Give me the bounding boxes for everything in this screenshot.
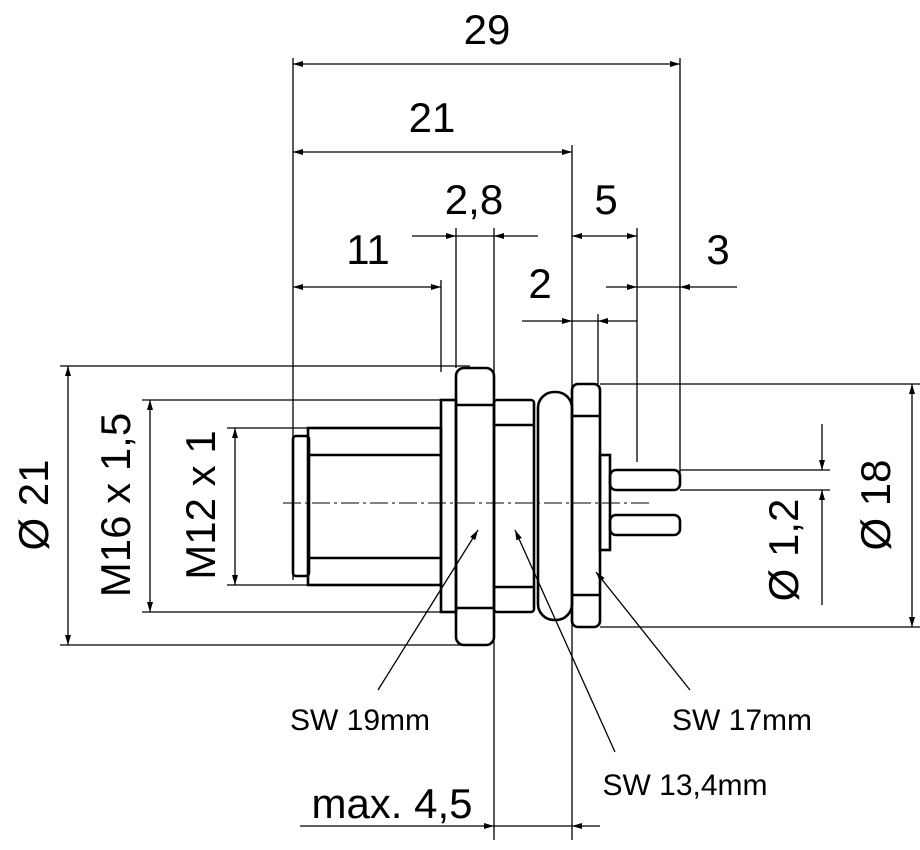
- callout-sw13: SW 13,4mm: [602, 769, 767, 802]
- callout-sw17: SW 17mm: [672, 704, 812, 737]
- dim-5: 5: [594, 176, 617, 223]
- dim-3: 3: [706, 226, 729, 273]
- dim-dia-21: Ø 21: [10, 459, 57, 550]
- dim-m16: M16 x 1,5: [92, 413, 139, 597]
- dim-21: 21: [409, 94, 456, 141]
- dimension-lines: [65, 61, 915, 829]
- dim-2-8: 2,8: [445, 176, 503, 223]
- dim-max-4-5: max. 4,5: [311, 780, 472, 827]
- dim-m12: M12 x 1: [177, 430, 224, 579]
- dim-29: 29: [464, 6, 511, 53]
- leader-lines: [377, 529, 691, 753]
- dim-dia-18: Ø 18: [852, 459, 899, 550]
- connector-body: [291, 366, 682, 647]
- dim-11: 11: [346, 226, 390, 273]
- dim-dia-1-2: Ø 1,2: [760, 499, 807, 602]
- dim-2: 2: [528, 260, 551, 307]
- callout-sw19: SW 19mm: [290, 704, 430, 737]
